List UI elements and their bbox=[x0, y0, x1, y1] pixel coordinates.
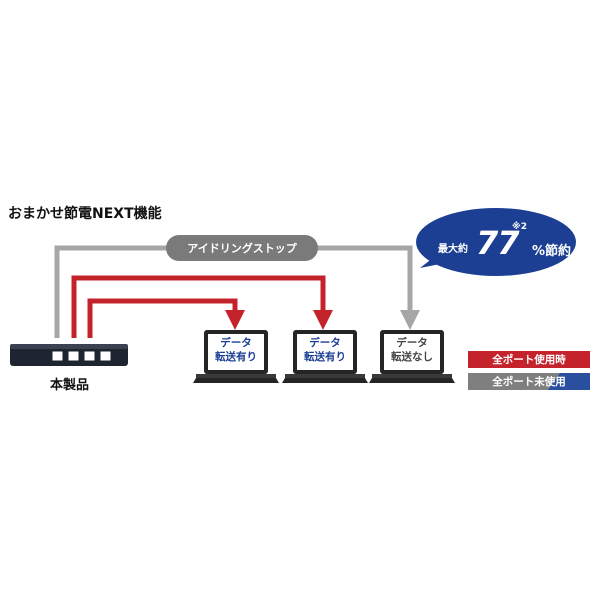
savings-value: 77 bbox=[476, 224, 520, 262]
device-label-2: データ転送有り bbox=[304, 337, 346, 363]
laptop-icon bbox=[369, 330, 455, 383]
active-connection-line-2 bbox=[87, 298, 245, 338]
legend-swatch-idle bbox=[468, 373, 590, 390]
diagram-title: おまかせ節電NEXT機能 bbox=[8, 206, 162, 222]
laptop-icon bbox=[193, 330, 279, 383]
device-label-1: データ転送有り bbox=[215, 337, 257, 363]
switch-device bbox=[10, 344, 128, 366]
laptop-icon bbox=[282, 330, 368, 383]
legend-idle-label: 全ポート未使用 bbox=[492, 375, 566, 388]
legend-swatch-active bbox=[468, 351, 590, 368]
savings-suffix: %節約 bbox=[532, 244, 572, 259]
idle-stop-label: アイドリングストップ bbox=[166, 235, 318, 261]
savings-note: ※2 bbox=[512, 222, 528, 232]
savings-text: 最大約 77 ※2 %節約 bbox=[436, 222, 576, 262]
device-label-3: データ転送なし bbox=[391, 337, 433, 363]
product-label: 本製品 bbox=[50, 378, 90, 393]
active-connection-line-1 bbox=[71, 275, 333, 338]
savings-prefix: 最大約 bbox=[438, 244, 468, 255]
savings-bubble bbox=[416, 208, 576, 276]
legend-active-label: 全ポート使用時 bbox=[492, 353, 566, 366]
idle-connection-line bbox=[54, 245, 420, 338]
